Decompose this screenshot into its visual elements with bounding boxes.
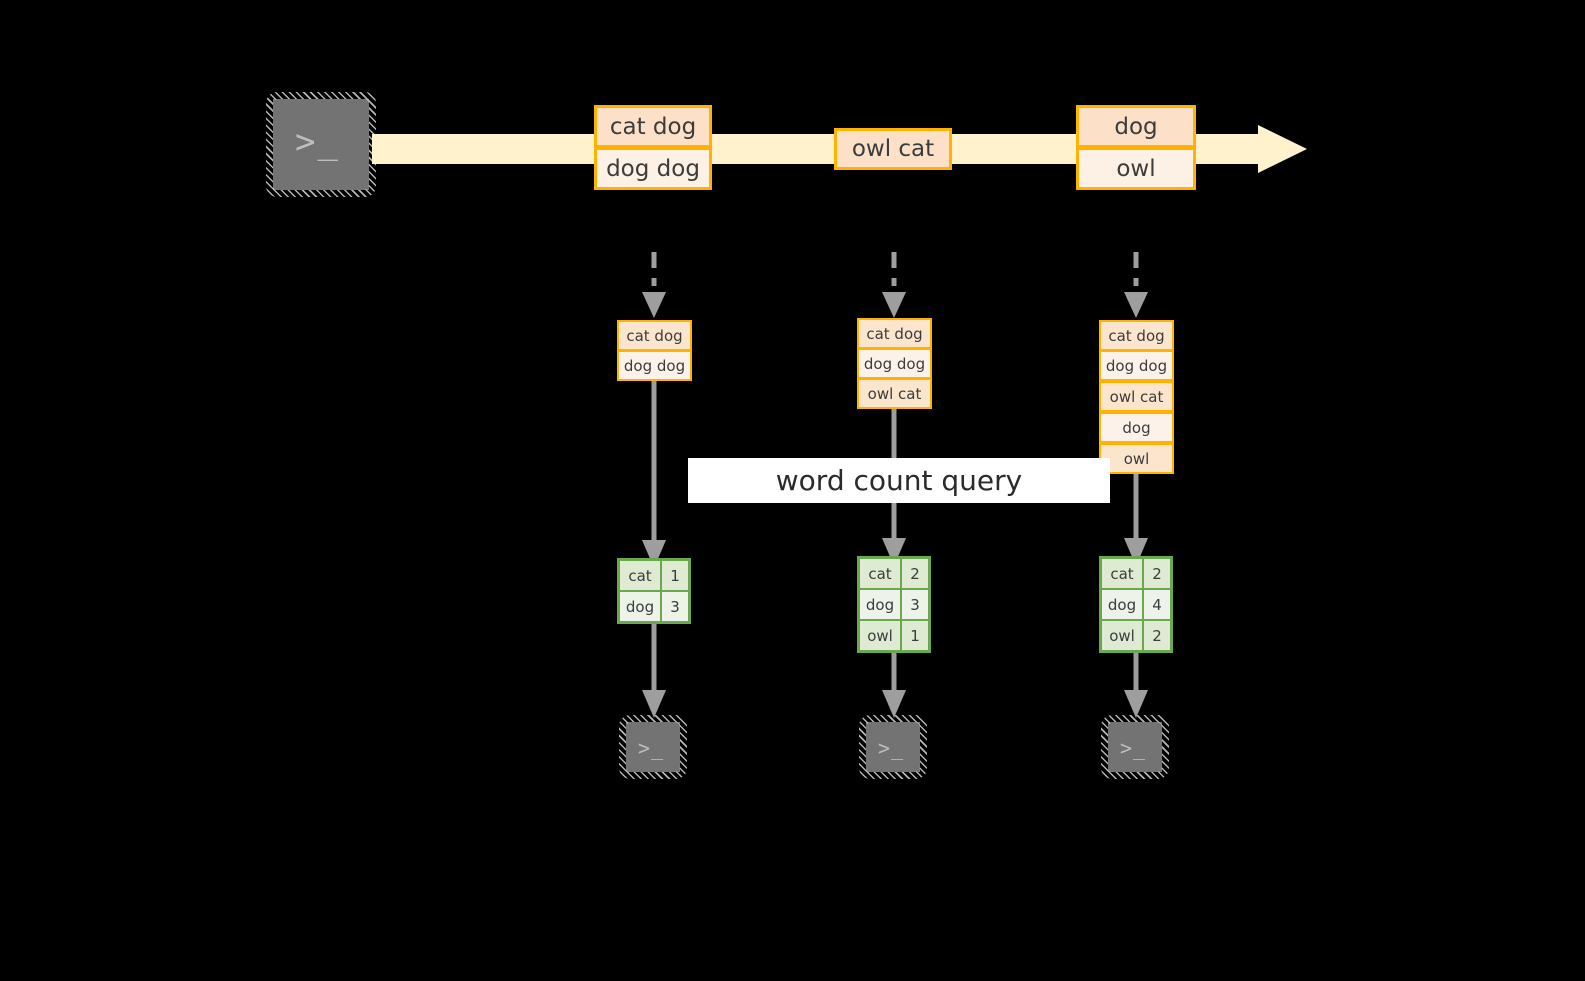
sink-flow-arrow: [882, 650, 906, 718]
word-cell: owl: [858, 619, 902, 652]
snapshot-tap-arrow: [882, 252, 906, 318]
count-cell: 2: [1142, 619, 1172, 652]
terminal-prompt-glyph: >_: [1120, 736, 1147, 760]
source-terminal-icon: >_: [266, 92, 376, 197]
sink-terminal-icon: >_: [619, 715, 687, 779]
sink-terminal-icon: >_: [859, 715, 927, 779]
stream-event-box: cat dog: [594, 105, 712, 148]
word-cell: cat: [618, 559, 662, 592]
query-flow-arrow: [1124, 473, 1148, 566]
result-table: cat 1 dog 3: [617, 558, 691, 624]
stream-event-box: owl cat: [834, 128, 952, 170]
log-entry-box: cat dog: [857, 318, 932, 349]
count-cell: 3: [660, 590, 690, 623]
table-row: cat 2: [1100, 557, 1172, 590]
word-cell: cat: [1100, 557, 1144, 590]
count-cell: 2: [900, 557, 930, 590]
count-cell: 1: [660, 559, 690, 592]
snapshot-tap-arrow: [642, 252, 666, 318]
word-cell: cat: [858, 557, 902, 590]
table-row: cat 1: [618, 559, 690, 592]
stream-event-box: dog dog: [594, 147, 712, 190]
table-row: dog 4: [1100, 588, 1172, 621]
result-table: cat 2 dog 3 owl 1: [857, 556, 931, 653]
log-entry-box: owl: [1099, 443, 1174, 474]
table-row: owl 2: [1100, 619, 1172, 652]
query-label-band: word count query: [688, 458, 1110, 503]
count-cell: 2: [1142, 557, 1172, 590]
terminal-body: [273, 99, 369, 190]
table-row: dog 3: [618, 590, 690, 623]
word-cell: dog: [618, 590, 662, 623]
query-flow-arrow: [642, 380, 666, 568]
log-entry-box: dog: [1099, 412, 1174, 443]
result-table: cat 2 dog 4 owl 2: [1099, 556, 1173, 653]
terminal-prompt-glyph: >_: [878, 736, 905, 760]
log-entry-box: dog dog: [1099, 350, 1174, 381]
word-cell: dog: [1100, 588, 1144, 621]
snapshot-tap-arrow: [1124, 252, 1148, 318]
terminal-body: [626, 722, 680, 772]
log-entry-box: dog dog: [857, 348, 932, 379]
sink-flow-arrow: [642, 620, 666, 718]
stream-event-box: owl: [1076, 147, 1196, 190]
table-row: owl 1: [858, 619, 930, 652]
table-row: dog 3: [858, 588, 930, 621]
log-entry-box: owl cat: [857, 378, 932, 409]
count-cell: 3: [900, 588, 930, 621]
terminal-body: [1108, 722, 1162, 772]
query-label-text: word count query: [775, 464, 1023, 497]
log-entry-box: cat dog: [1099, 320, 1174, 351]
terminal-prompt-glyph: >_: [638, 736, 665, 760]
word-cell: owl: [1100, 619, 1144, 652]
word-cell: dog: [858, 588, 902, 621]
sink-terminal-icon: >_: [1101, 715, 1169, 779]
count-cell: 4: [1142, 588, 1172, 621]
log-entry-box: owl cat: [1099, 381, 1174, 412]
terminal-body: [866, 722, 920, 772]
stream-event-box: dog: [1076, 105, 1196, 148]
sink-flow-arrow: [1124, 650, 1148, 718]
count-cell: 1: [900, 619, 930, 652]
log-entry-box: cat dog: [617, 320, 692, 351]
log-entry-box: dog dog: [617, 350, 692, 381]
terminal-prompt-glyph: >_: [295, 122, 340, 162]
table-row: cat 2: [858, 557, 930, 590]
